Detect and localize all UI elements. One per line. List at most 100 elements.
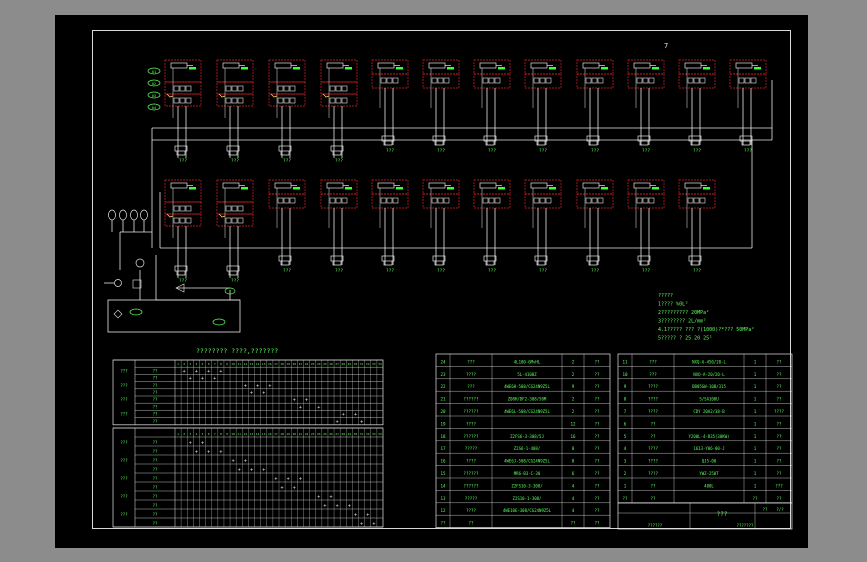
valve-square: [693, 77, 700, 84]
column-number: 27: [335, 362, 339, 366]
parts-cell: 2: [624, 471, 627, 476]
group-label: ???: [120, 368, 128, 373]
station-label: ???: [744, 148, 752, 154]
cylinder: [170, 62, 188, 69]
valve-square: [231, 217, 238, 224]
tank-port: [690, 141, 700, 146]
parts-cell: ??: [776, 359, 782, 364]
parts-cell: 12: [440, 508, 446, 513]
station-label: ???: [591, 268, 599, 274]
energized-mark: +: [287, 477, 290, 483]
column-number: 24: [317, 362, 321, 366]
valve-square: [545, 197, 552, 204]
valve-station: ???: [473, 59, 511, 154]
valve-square: [482, 77, 489, 84]
energized-mark: +: [299, 405, 302, 411]
valve-square: [225, 217, 232, 224]
valve-square: [443, 197, 450, 204]
valve-square: [636, 197, 643, 204]
parts-cell: 12: [570, 421, 576, 426]
valve-square: [329, 85, 336, 92]
valve-square: [179, 217, 186, 224]
drawing-name: ???: [717, 511, 728, 518]
column-number: 5: [202, 432, 204, 436]
column-number: 28: [341, 432, 345, 436]
station-label: ???: [539, 268, 547, 274]
column-number: 15: [262, 362, 266, 366]
parts-cell: 1: [754, 372, 757, 377]
column-number: 17: [274, 432, 278, 436]
valve-mark: [241, 67, 248, 70]
cylinder: [274, 62, 292, 69]
symbol-box: [320, 93, 358, 107]
note-line: 4.1????? ??? ?(1000)?*??? 50MPa²: [658, 327, 754, 333]
parts-cell: ??: [650, 434, 656, 439]
parts-cell: 5: [624, 434, 627, 439]
parts-cell: 3: [624, 459, 627, 464]
tag-label: 01: [152, 70, 156, 74]
row-label: ??: [153, 521, 158, 526]
parts-cell: ??????: [463, 483, 479, 488]
parts-cell: 4: [572, 496, 575, 501]
valve-square: [185, 217, 192, 224]
valve-square: [237, 217, 244, 224]
cylinder: [326, 182, 344, 189]
energized-mark: +: [323, 504, 326, 510]
symbol-box: [576, 73, 614, 89]
parts-cell: ??: [594, 471, 600, 476]
valve-square: [283, 85, 290, 92]
valve-square: [648, 77, 655, 84]
group-label: ???: [120, 397, 128, 402]
valve-mark: [549, 187, 556, 190]
valve-mark: [447, 67, 454, 70]
column-number: 18: [280, 362, 284, 366]
parts-cell: ??: [594, 496, 600, 501]
parts-cell: ??: [594, 508, 600, 513]
valve-station: ???: [164, 59, 202, 164]
parts-cell: ??: [594, 434, 600, 439]
note-line: 2????????? 20MPa²: [658, 310, 709, 316]
note-line: ?????: [658, 293, 673, 299]
column-number: 2: [183, 432, 185, 436]
gauge-icon: [224, 287, 236, 295]
valve-square: [380, 77, 387, 84]
column-number: 30: [354, 432, 358, 436]
tank-port: [383, 261, 393, 266]
parts-cell: 4WE6J-508/CG24N9Z5L: [504, 459, 550, 464]
parts-cell: ??: [752, 496, 758, 501]
column-number: 32: [366, 432, 370, 436]
parts-cell: Z2FS10-3-308/: [511, 483, 543, 488]
energized-mark: +: [219, 369, 222, 375]
parts-cell: 17: [440, 446, 446, 451]
energized-mark: +: [336, 419, 339, 425]
parts-cell: NXQ-A-20/20-L: [693, 372, 725, 377]
parts-cell: ???: [467, 384, 475, 389]
energized-mark: +: [244, 459, 247, 465]
row-label: ??: [153, 503, 158, 508]
energized-mark: +: [348, 504, 351, 510]
parts-cell: 1: [754, 446, 757, 451]
parts-cell: 21: [440, 397, 446, 402]
tag-bubble: [147, 91, 161, 99]
valve-square: [283, 197, 290, 204]
parts-cell: 400L: [704, 483, 714, 488]
valve-square: [545, 77, 552, 84]
parts-cell: ?????: [465, 496, 478, 501]
parts-cell: Z2S6-1-408/: [514, 446, 541, 451]
schedule-title: ???????? ????,???????: [196, 347, 278, 355]
column-number: 9: [226, 432, 228, 436]
column-number: 26: [329, 432, 333, 436]
station-label: ???: [693, 268, 701, 274]
symbol-box: [164, 93, 202, 107]
energized-mark: +: [336, 504, 339, 510]
column-number: 14: [256, 432, 260, 436]
valve-square: [173, 205, 180, 212]
parts-cell: ???: [649, 359, 657, 364]
parts-cell: ????: [648, 409, 659, 414]
parts-cell: 16: [440, 459, 446, 464]
station-label: ???: [231, 278, 239, 284]
note-line: 3???????? 2L/mm²: [658, 319, 706, 325]
valve-square: [431, 77, 438, 84]
parts-cell: ??????: [463, 397, 479, 402]
tank-port: [536, 261, 546, 266]
